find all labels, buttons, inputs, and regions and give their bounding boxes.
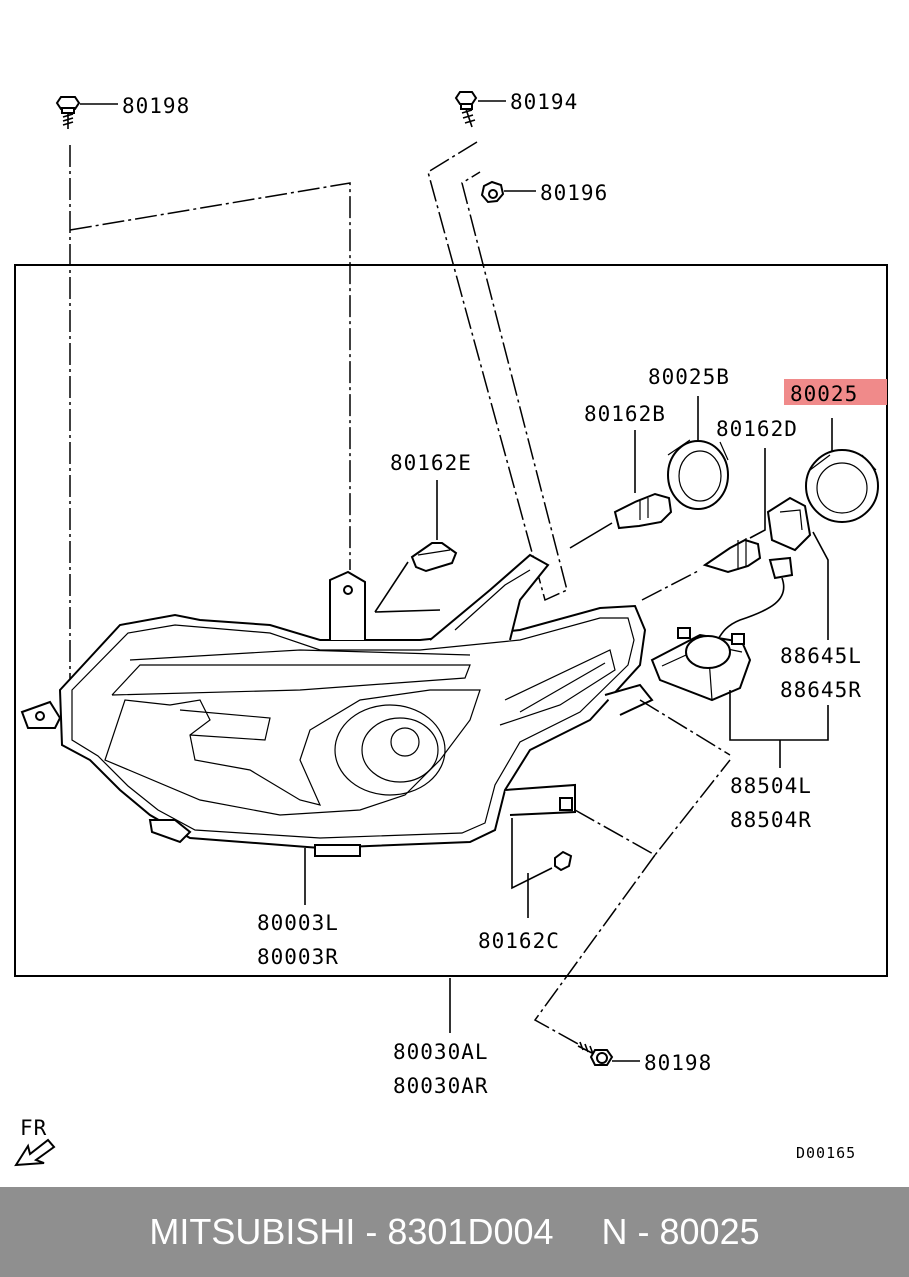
fr-arrow-icon <box>14 1138 56 1167</box>
footer-ref: N - 80025 <box>601 1211 760 1252</box>
label-80198-bottom: 80198 <box>644 1051 712 1075</box>
label-80003L: 80003L <box>257 911 339 935</box>
label-80025B: 80025B <box>648 365 730 389</box>
bulb-80162E <box>410 542 458 573</box>
label-80162E: 80162E <box>390 451 472 475</box>
label-80162B: 80162B <box>584 402 666 426</box>
label-88645R: 88645R <box>780 678 862 702</box>
label-80003R: 80003R <box>257 945 339 969</box>
bulb-80162D <box>702 538 762 574</box>
label-80162C: 80162C <box>478 929 560 953</box>
label-80162D: 80162D <box>716 417 798 441</box>
label-80194: 80194 <box>510 90 578 114</box>
ballast-88504 <box>650 627 752 702</box>
nut-80196 <box>480 180 505 204</box>
bolt-80198-bottom <box>577 1041 614 1066</box>
bolt-80194 <box>454 91 478 128</box>
bolt-80198-top <box>55 96 81 129</box>
label-88504R: 88504R <box>730 808 812 832</box>
headlamp-parts-diagram: 80198 80194 80196 <box>14 90 888 1167</box>
label-80025: 80025 <box>790 382 858 406</box>
bulb-80162C <box>554 850 573 872</box>
igniter-88645 <box>709 496 812 651</box>
bulb-80162B <box>613 492 673 530</box>
fr-label: FR <box>20 1116 47 1140</box>
label-88645L: 88645L <box>780 644 862 668</box>
assembly-frame <box>14 264 888 977</box>
highlight-80025 <box>784 379 887 405</box>
headlamp-housing <box>20 553 654 857</box>
label-80030AR: 80030AR <box>393 1074 489 1098</box>
label-80198-top: 80198 <box>122 94 190 118</box>
socket-80025 <box>805 449 879 523</box>
footer-bar: MITSUBISHI - 8301D004 N - 80025 <box>0 1187 909 1277</box>
label-80196: 80196 <box>540 181 608 205</box>
label-88504L: 88504L <box>730 774 812 798</box>
footer-brand-part: MITSUBISHI - 8301D004 <box>149 1211 554 1252</box>
socket-80025B <box>667 439 729 510</box>
label-80030AL: 80030AL <box>393 1040 489 1064</box>
diagram-code: D00165 <box>796 1144 856 1162</box>
